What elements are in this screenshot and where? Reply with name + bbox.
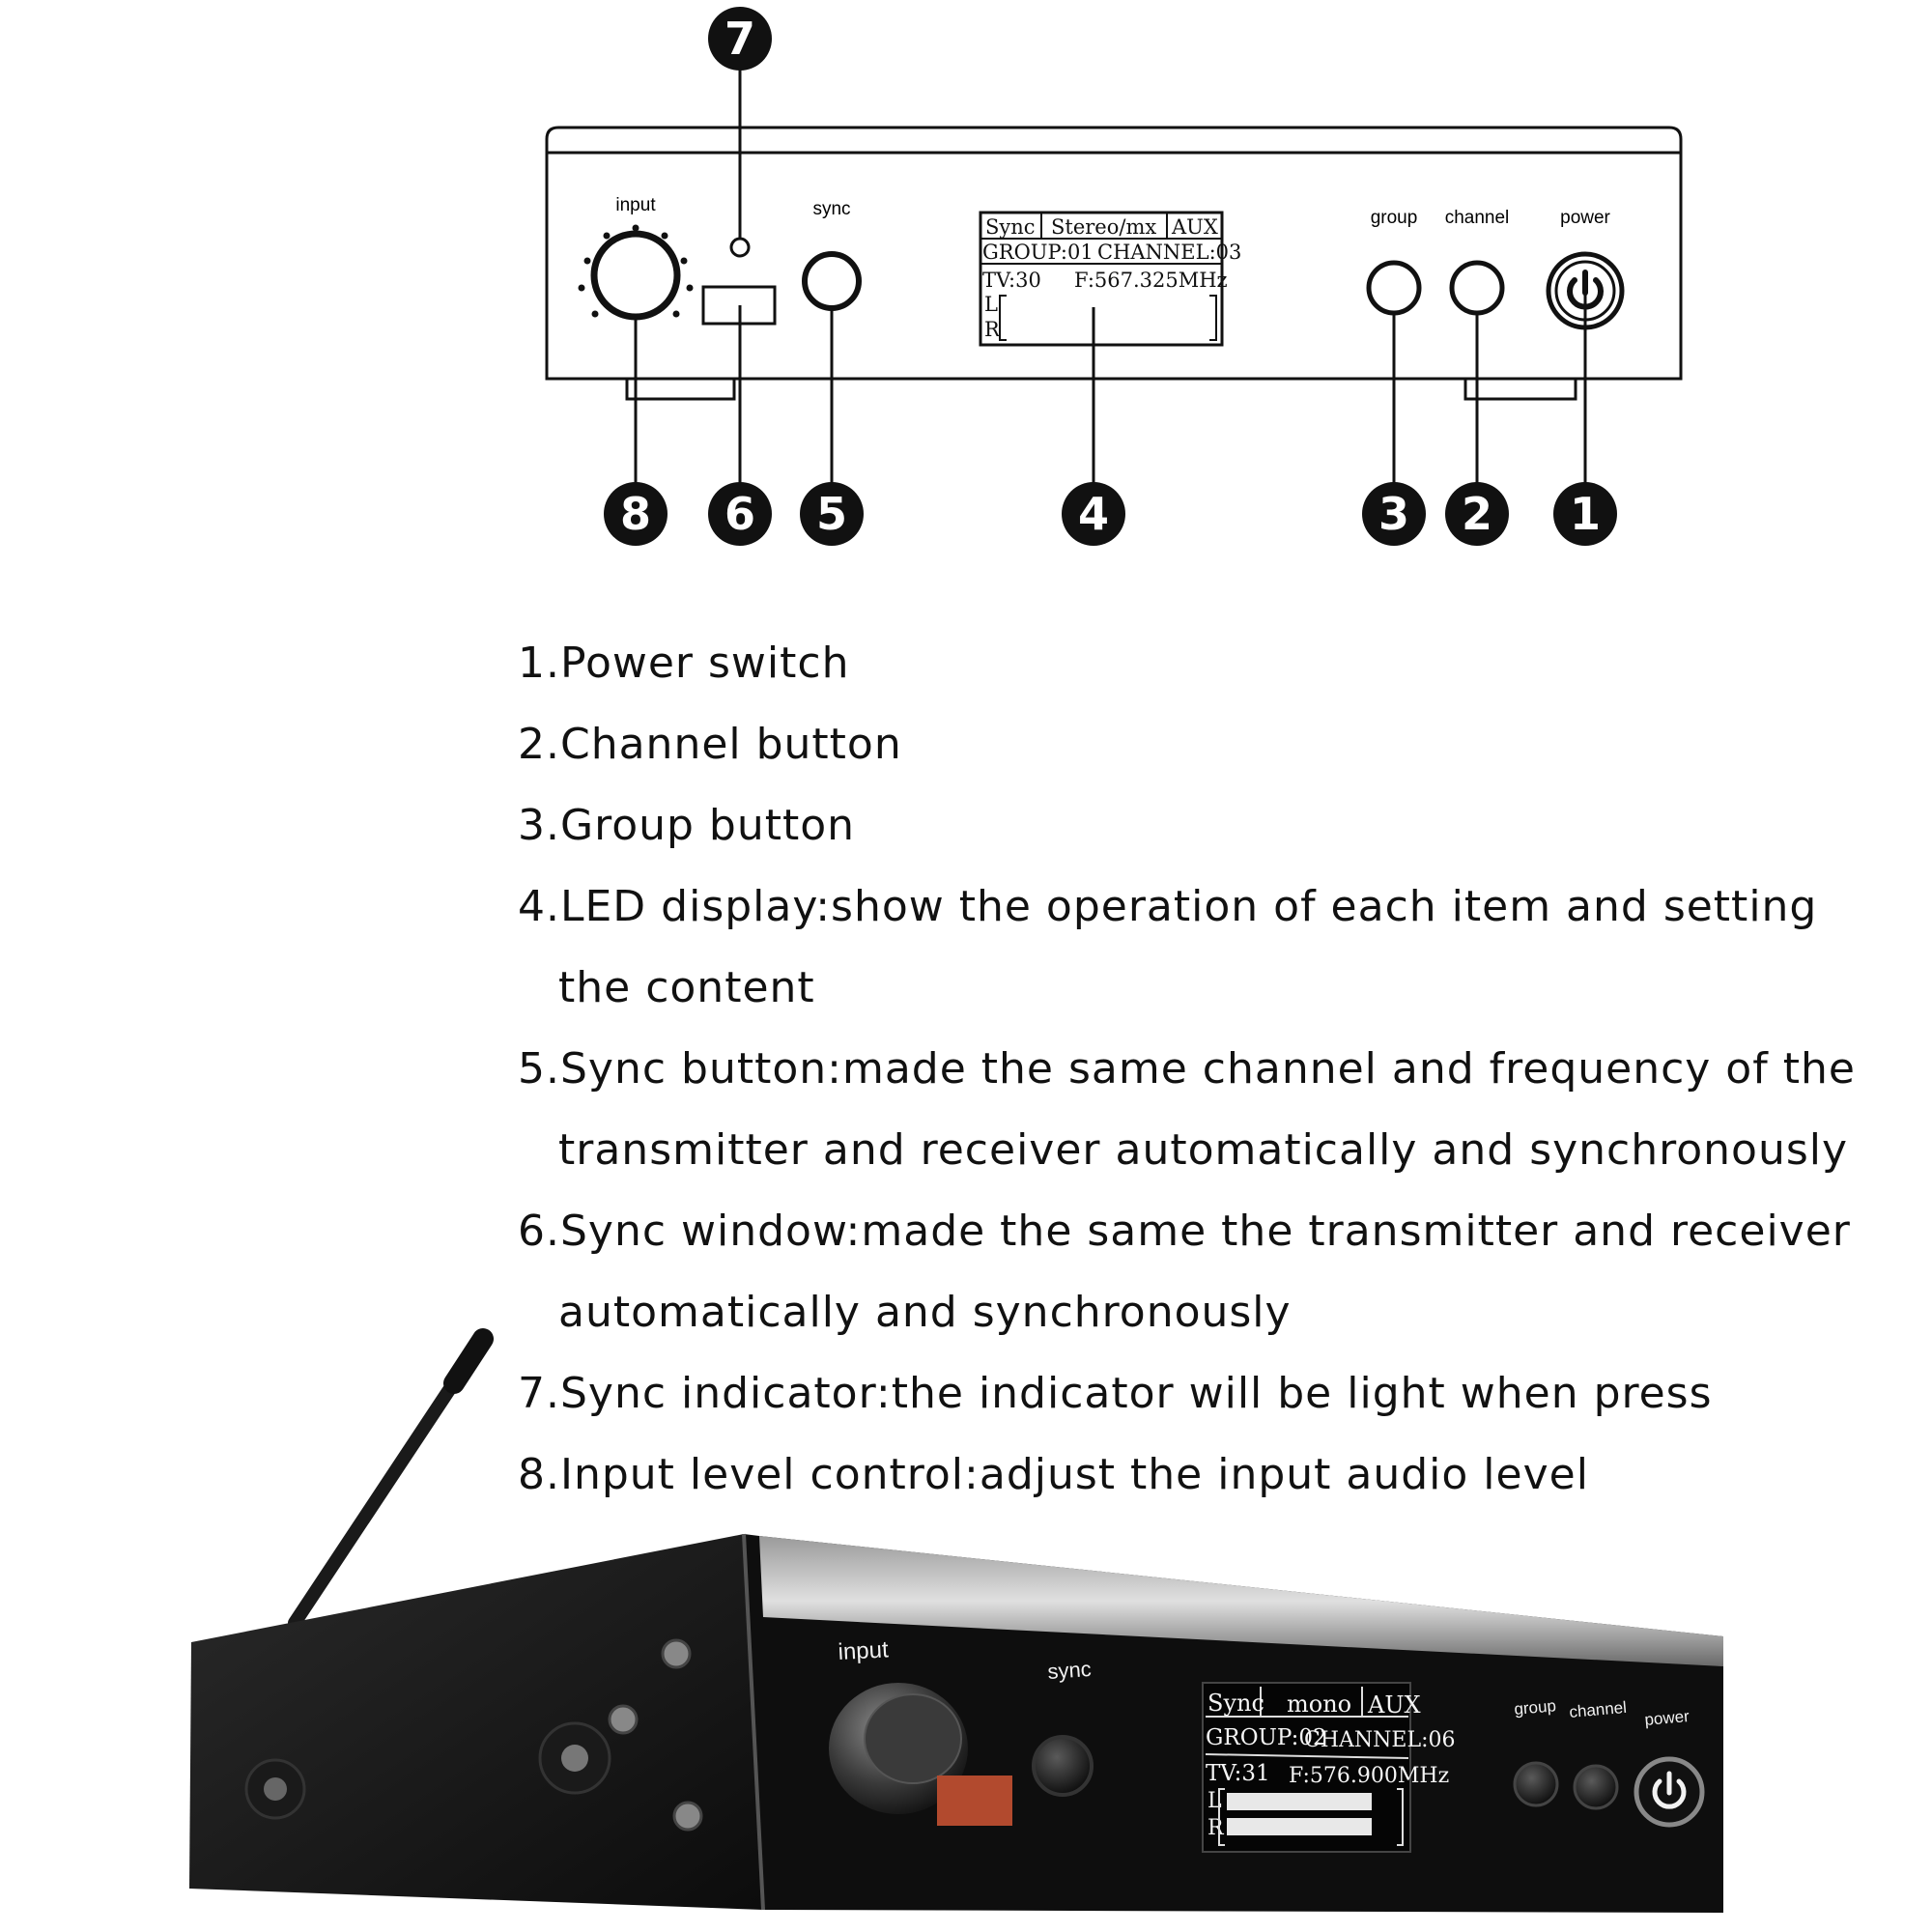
legend-item-4: 4.LED display:show the operation of each… (518, 882, 1818, 1012)
display-mode-sync: Sync (985, 215, 1036, 239)
callout-4: 4 (1062, 482, 1125, 546)
photo-led-display: Sync mono AUX GROUP:02 CHANNEL:06 TV:31 … (1202, 1682, 1455, 1853)
svg-text:4: 4 (1078, 488, 1109, 540)
sync-indicator (729, 237, 751, 258)
photo-display-group: GROUP:02 (1206, 1725, 1327, 1750)
legend-item-3: 3.Group button (518, 801, 856, 850)
photo-label-input: input (838, 1636, 890, 1665)
photo-display-audio: mono (1287, 1690, 1351, 1718)
callout-1: 1 (1553, 482, 1617, 546)
callout-5: 5 (800, 482, 864, 546)
front-panel-diagram: input sync Sync Stereo/mx AUX GROUP:01 C… (545, 7, 1683, 546)
input-knob-dial (578, 224, 694, 318)
panel-label-channel: channel (1445, 208, 1510, 228)
legend-item-5: 5.Sync button:made the same channel and … (518, 1044, 1856, 1175)
svg-text:3: 3 (1378, 488, 1409, 540)
legend-item-8: 8.Input level control:adjust the input a… (518, 1450, 1589, 1499)
legend-item-1: 1.Power switch (518, 639, 850, 688)
callout-6: 6 (708, 482, 772, 546)
feature-legend: 1.Power switch 2.Channel button 3.Group … (518, 623, 1899, 1516)
display-frequency: F:567.325MHz (1074, 269, 1228, 292)
svg-text:5: 5 (816, 488, 847, 540)
photo-power-switch[interactable] (1634, 1756, 1705, 1828)
photo-power-icon (1652, 1778, 1687, 1809)
legend-item-2: 2.Channel button (518, 720, 902, 769)
display-mode-audio: Stereo/mx (1051, 215, 1156, 239)
photo-display-r: R (1208, 1816, 1225, 1840)
svg-text:1: 1 (1570, 488, 1601, 540)
led-display: Sync Stereo/mx AUX GROUP:01 CHANNEL:03 T… (979, 211, 1241, 347)
display-level-l: L (984, 293, 998, 316)
photo-display-frequency: F:576.900MHz (1289, 1764, 1449, 1788)
display-group: GROUP:01 (982, 241, 1094, 264)
panel-label-group: group (1371, 208, 1418, 228)
svg-text:2: 2 (1462, 488, 1492, 540)
group-button[interactable] (1366, 260, 1422, 316)
photo-sync-button[interactable] (1032, 1735, 1094, 1797)
photo-channel-button[interactable] (1573, 1764, 1619, 1810)
callout-leaders (625, 62, 1587, 488)
photo-display-channel: CHANNEL:06 (1304, 1728, 1455, 1752)
photo-input-knob[interactable] (829, 1683, 968, 1814)
antenna (288, 1328, 494, 1630)
callout-7: 7 (708, 7, 772, 71)
panel-label-input: input (615, 195, 656, 215)
photo-display-tv: TV:31 (1206, 1761, 1270, 1786)
legend-item-6: 6.Sync window:made the same the transmit… (518, 1207, 1851, 1337)
panel-label-sync: sync (812, 199, 850, 219)
photo-label-power: power (1644, 1707, 1690, 1729)
panel-label-power: power (1560, 208, 1610, 228)
display-tv: TV:30 (982, 269, 1041, 292)
callout-8: 8 (604, 482, 668, 546)
callout-3: 3 (1362, 482, 1426, 546)
svg-text:7: 7 (724, 13, 755, 65)
chassis-side (189, 1534, 763, 1910)
channel-button[interactable] (1449, 260, 1505, 316)
input-level-knob[interactable] (590, 230, 681, 321)
panel-chassis (545, 126, 1683, 381)
photo-label-sync: sync (1047, 1657, 1093, 1684)
svg-text:6: 6 (724, 488, 755, 540)
photo-group-button[interactable] (1513, 1761, 1559, 1807)
photo-label-group: group (1514, 1696, 1557, 1719)
photo-display-input: AUX (1367, 1691, 1421, 1719)
photo-display-sync: Sync (1208, 1690, 1264, 1717)
display-level-r: R (984, 318, 1001, 341)
svg-text:8: 8 (620, 488, 651, 540)
callout-2: 2 (1445, 482, 1509, 546)
product-photo: input sync group channel power Sync mono… (189, 1328, 1723, 1913)
display-channel: CHANNEL:03 (1097, 241, 1241, 264)
legend-item-7: 7.Sync indicator:the indicator will be l… (518, 1369, 1713, 1418)
sync-button[interactable] (802, 251, 862, 311)
photo-sync-window (937, 1776, 1012, 1826)
display-mode-input: AUX (1171, 215, 1218, 239)
